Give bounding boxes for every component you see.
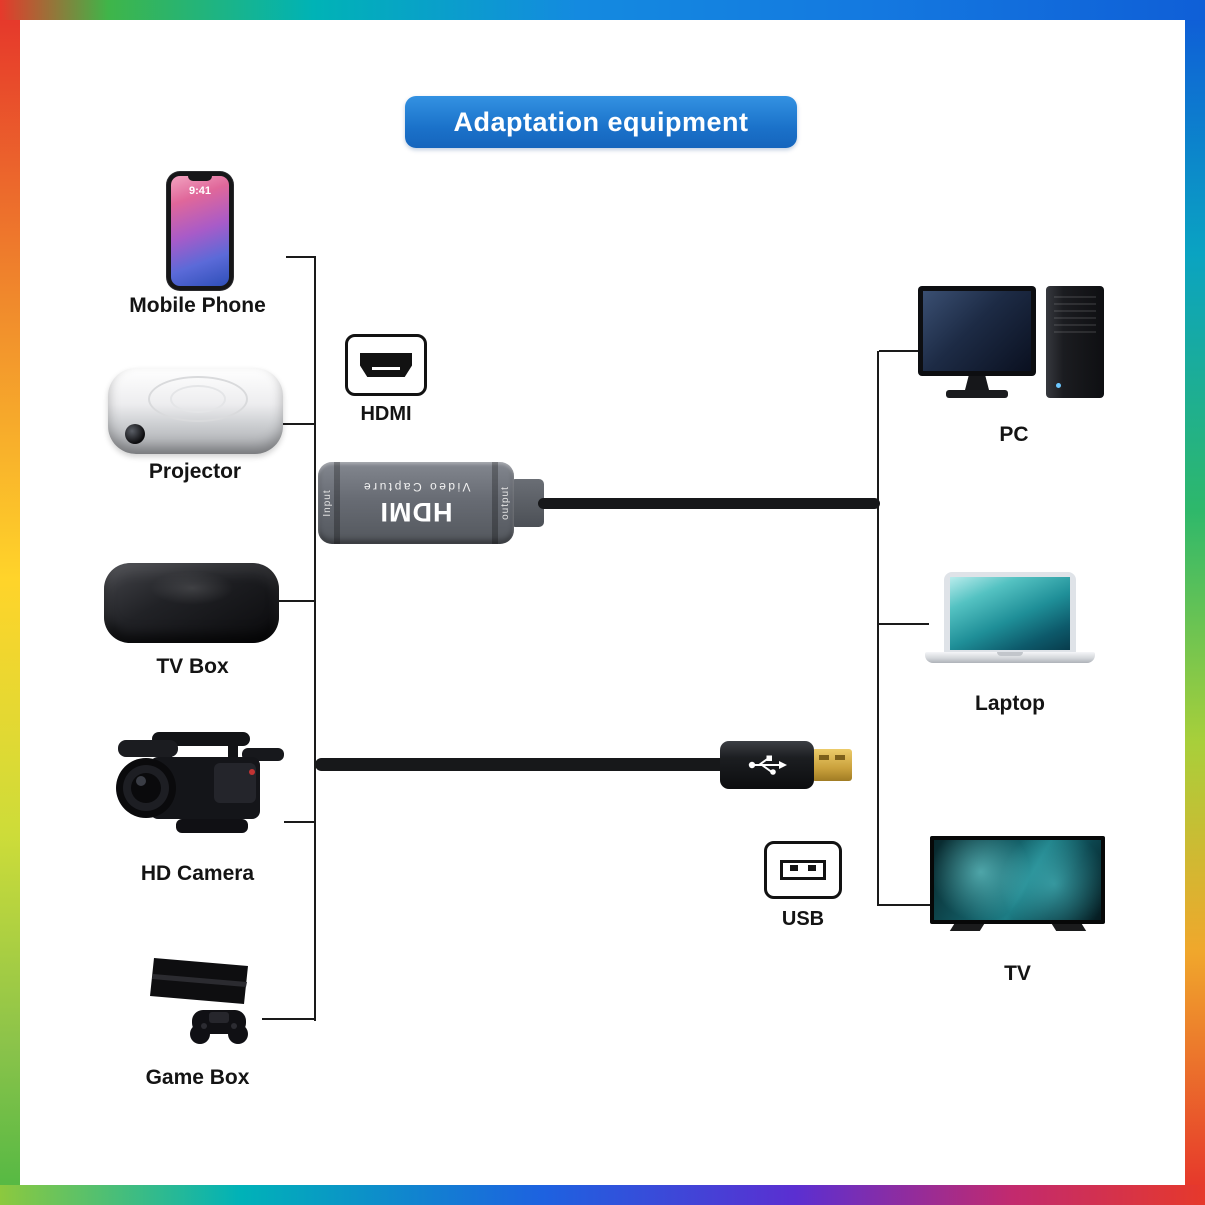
capture-output-label: output (500, 486, 511, 520)
tv-screen-bezel (930, 836, 1105, 924)
projector-ring-inner (170, 385, 226, 413)
usb-port-pin (808, 865, 816, 871)
laptop-screen-bezel (944, 572, 1076, 652)
page-title: Adaptation equipment (453, 106, 749, 137)
pc-power-led (1056, 383, 1061, 388)
laptop-lid-notch (997, 652, 1023, 656)
phone-screen: 9:41 (171, 176, 229, 286)
tv-box-connector-line (278, 600, 316, 602)
pc-monitor-base (946, 390, 1008, 398)
hdmi-label: HDMI (360, 403, 412, 425)
usb-cable (315, 758, 727, 771)
capture-input-label: Input (322, 489, 333, 517)
usb-plug-body (720, 741, 814, 789)
usb-trident-icon (748, 755, 787, 775)
projector-lens (125, 424, 145, 444)
pc-image (918, 286, 1110, 422)
capture-device-cap-left (334, 462, 340, 544)
hd-camera-illustration (116, 732, 284, 833)
left-bus-line (314, 257, 316, 1021)
projector-label: Projector (148, 460, 242, 483)
capture-device-subtitle: Video Capture (361, 480, 471, 495)
pc-tower-vents (1054, 296, 1096, 334)
pc-monitor (918, 286, 1036, 376)
game-box-image (136, 946, 264, 1058)
tv-leg-left (949, 924, 985, 931)
hdmi-icon (345, 334, 427, 396)
usb-contact-slot (835, 755, 845, 760)
usb-label: USB (781, 908, 825, 930)
hd-camera-label: HD Camera (140, 862, 255, 885)
title-banner: Adaptation equipment (405, 96, 797, 148)
phone-clock-text: 9:41 (188, 185, 212, 197)
usb-plug-gold-tip (812, 749, 852, 781)
hd-camera-image (116, 730, 288, 848)
hdmi-connector-shape (360, 353, 412, 377)
laptop-label: Laptop (975, 692, 1045, 715)
mobile-phone-label: Mobile Phone (129, 294, 266, 317)
mobile-phone-connector-line (286, 256, 316, 258)
laptop-display (950, 577, 1070, 650)
tv-display (934, 840, 1101, 920)
laptop-connector-line (879, 623, 929, 625)
pc-monitor-stand (965, 376, 989, 390)
tv-box-image (104, 563, 279, 643)
projector-image (108, 368, 283, 454)
projector-connector-line (280, 423, 316, 425)
game-box-connector-line (262, 1018, 316, 1020)
usb-port-pin (790, 865, 798, 871)
game-box-illustration (150, 958, 248, 1044)
laptop-base (925, 652, 1095, 663)
rainbow-border-right (1185, 20, 1205, 1185)
capture-device-cap-right (492, 462, 498, 544)
phone-notch (188, 176, 212, 181)
tv-label: TV (1004, 962, 1031, 985)
usb-icon (764, 841, 842, 899)
capture-device-name: HDMI (379, 497, 453, 528)
projector-ring-outer (148, 376, 248, 422)
capture-device-print: HDMI Video Capture (318, 462, 514, 544)
pc-tower (1046, 286, 1104, 398)
game-box-label: Game Box (145, 1066, 250, 1089)
usb-port-shape (780, 860, 826, 880)
tv-box-label: TV Box (156, 655, 229, 678)
right-bus-line (877, 351, 879, 906)
laptop-image (925, 572, 1095, 668)
tv-image (930, 836, 1105, 938)
pc-connector-line (879, 350, 923, 352)
hd-camera-connector-line (284, 821, 316, 823)
capture-output-cable (538, 498, 880, 509)
tv-box-body (104, 563, 279, 643)
rainbow-border-left (0, 20, 20, 1185)
tv-box-highlight (150, 571, 234, 605)
tv-leg-right (1051, 924, 1087, 931)
rainbow-border-bottom (0, 1185, 1205, 1205)
rainbow-border-top (0, 0, 1205, 20)
hdmi-connector-slot (372, 367, 400, 370)
video-capture-device: HDMI Video Capture Input output (318, 462, 514, 544)
mobile-phone-image: 9:41 (167, 172, 233, 290)
tv-connector-line (879, 904, 937, 906)
pc-label: PC (999, 423, 1029, 446)
pc-monitor-screen (923, 291, 1031, 371)
usb-contact-slot (819, 755, 829, 760)
